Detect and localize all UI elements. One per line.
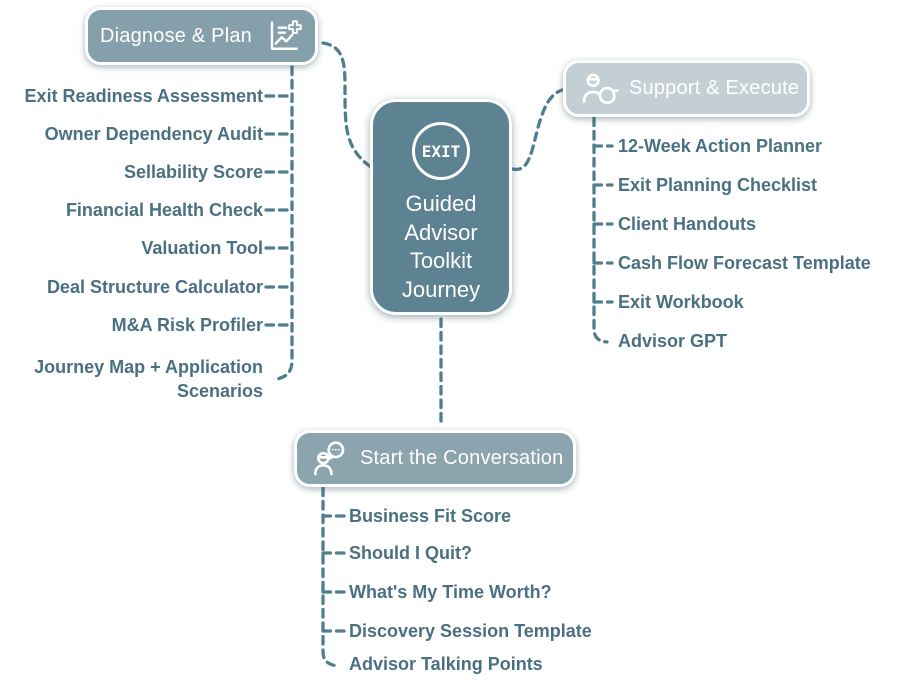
node-start-the-conversation: Start the Conversation <box>294 430 576 487</box>
leaf-valuation-tool: Valuation Tool <box>141 238 263 258</box>
chart-plus-icon <box>265 18 303 54</box>
exit-logo-text: EXIT <box>421 141 461 161</box>
connector-diagnose-center <box>321 41 373 169</box>
leaf-client-handouts: Client Handouts <box>618 214 756 234</box>
leaf-should-i-quit: Should I Quit? <box>349 543 472 563</box>
center-title-line: Toolkit <box>409 248 473 273</box>
leaf-financial-health-check: Financial Health Check <box>65 200 263 220</box>
leaf-12-week-action-planner: 12-Week Action Planner <box>618 136 823 156</box>
exit-logo: EXIT <box>412 122 470 180</box>
center-title-line: Journey <box>401 276 481 302</box>
leaf-exit-readiness-assessment: Exit Readiness Assessment <box>24 86 263 106</box>
connector-center-support <box>511 88 564 171</box>
spine-diagnose <box>275 65 294 381</box>
leaf-deal-structure-calculator: Deal Structure Calculator <box>46 277 263 297</box>
person-refresh-icon <box>579 69 619 109</box>
spine-start <box>321 486 341 668</box>
center-title: Guided Advisor Toolkit Journey <box>402 190 480 304</box>
leaf-exit-planning-checklist: Exit Planning Checklist <box>618 175 818 195</box>
leaf-journey-map-application-scenarios: Journey Map + Application Scenarios <box>34 357 263 401</box>
leaf-discovery-session-template: Discovery Session Template <box>349 621 592 641</box>
node-center-toolkit-journey: EXIT Guided Advisor Toolkit Journey <box>370 99 512 315</box>
leaf-ma-risk-profiler: M&A Risk Profiler <box>111 315 263 335</box>
node-label: Support & Execute <box>629 77 800 99</box>
leaf-advisor-gpt: Advisor GPT <box>618 331 728 351</box>
node-support-and-execute: Support & Execute <box>563 60 810 117</box>
leaf-sellability-score: Sellability Score <box>123 162 263 182</box>
person-chat-icon <box>310 439 350 479</box>
node-diagnose-and-plan: Diagnose & Plan <box>85 7 318 65</box>
center-title-line: Advisor <box>404 219 478 245</box>
leaf-business-fit-score: Business Fit Score <box>349 506 512 526</box>
leaf-cash-flow-forecast-template: Cash Flow Forecast Template <box>618 253 871 273</box>
leaf-owner-dependency-audit: Owner Dependency Audit <box>44 124 263 144</box>
node-label: Diagnose & Plan <box>100 24 252 47</box>
leaf-advisor-talking-points: Advisor Talking Points <box>349 654 543 674</box>
spine-support <box>592 116 609 344</box>
node-label: Start the Conversation <box>360 447 564 469</box>
leaf-whats-my-time-worth: What's My Time Worth? <box>349 582 552 602</box>
center-title-line: Guided <box>405 191 477 216</box>
leaf-exit-workbook: Exit Workbook <box>618 292 744 312</box>
